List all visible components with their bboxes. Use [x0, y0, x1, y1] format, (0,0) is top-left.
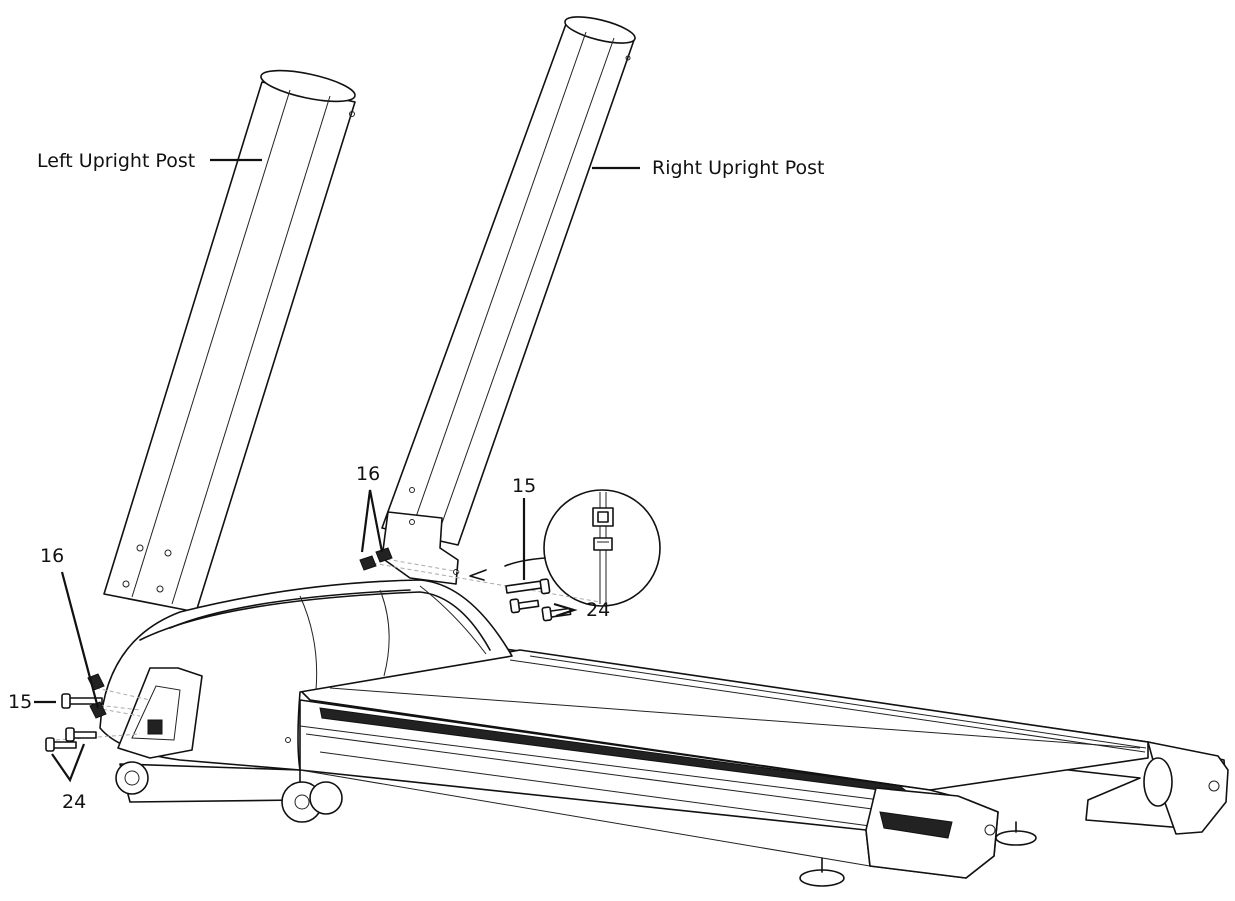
left-upright-post — [103, 69, 356, 613]
callout-15-left: 15 — [8, 691, 32, 713]
leader-lines — [34, 158, 640, 783]
callout-24-left: 24 — [62, 791, 86, 813]
left-side-fasteners — [45, 673, 151, 752]
right-upright-post — [381, 16, 636, 585]
treadmill-base — [115, 647, 1229, 887]
bolt-15-left — [61, 693, 103, 709]
bolt-24-right-b — [541, 606, 572, 622]
bolt-24-left-a — [45, 737, 77, 752]
bolt-16-right-a — [359, 555, 377, 571]
motor-hood — [99, 579, 513, 771]
right-upright-post-label: Right Upright Post — [652, 157, 824, 179]
callout-24-right: 24 — [586, 599, 610, 621]
callout-16-left: 16 — [40, 545, 64, 567]
bolt-16-right-b — [375, 547, 393, 563]
bolt-24-left-b — [65, 727, 97, 742]
left-upright-post-label: Left Upright Post — [37, 150, 195, 172]
callout-15-right: 15 — [512, 475, 536, 497]
bolt-24-right-a — [509, 598, 540, 614]
callout-16-right: 16 — [356, 463, 380, 485]
bolt-15-right — [505, 578, 551, 595]
cable-connector-detail — [469, 489, 661, 607]
